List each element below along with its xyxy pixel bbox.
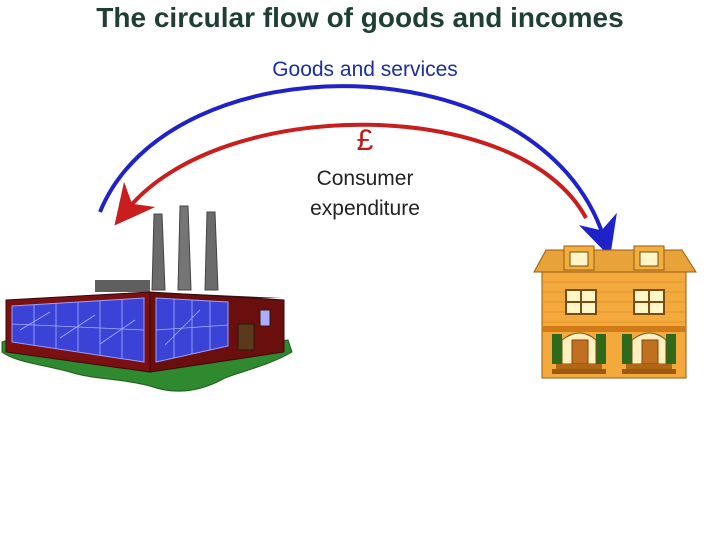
factory-icon	[1, 205, 293, 392]
house-icon	[533, 245, 697, 379]
goods-flow-arrow	[98, 84, 617, 258]
currency-symbol: £	[356, 124, 374, 157]
goods-services-label: Goods and services	[272, 58, 458, 81]
consumer-expenditure-label: Consumer expenditure	[270, 164, 460, 224]
consumer-expenditure-line2: expenditure	[310, 197, 420, 220]
consumer-expenditure-line1: Consumer	[316, 167, 414, 190]
page-title: The circular flow of goods and incomes	[96, 2, 624, 33]
expenditure-flow-arrow	[114, 122, 588, 226]
